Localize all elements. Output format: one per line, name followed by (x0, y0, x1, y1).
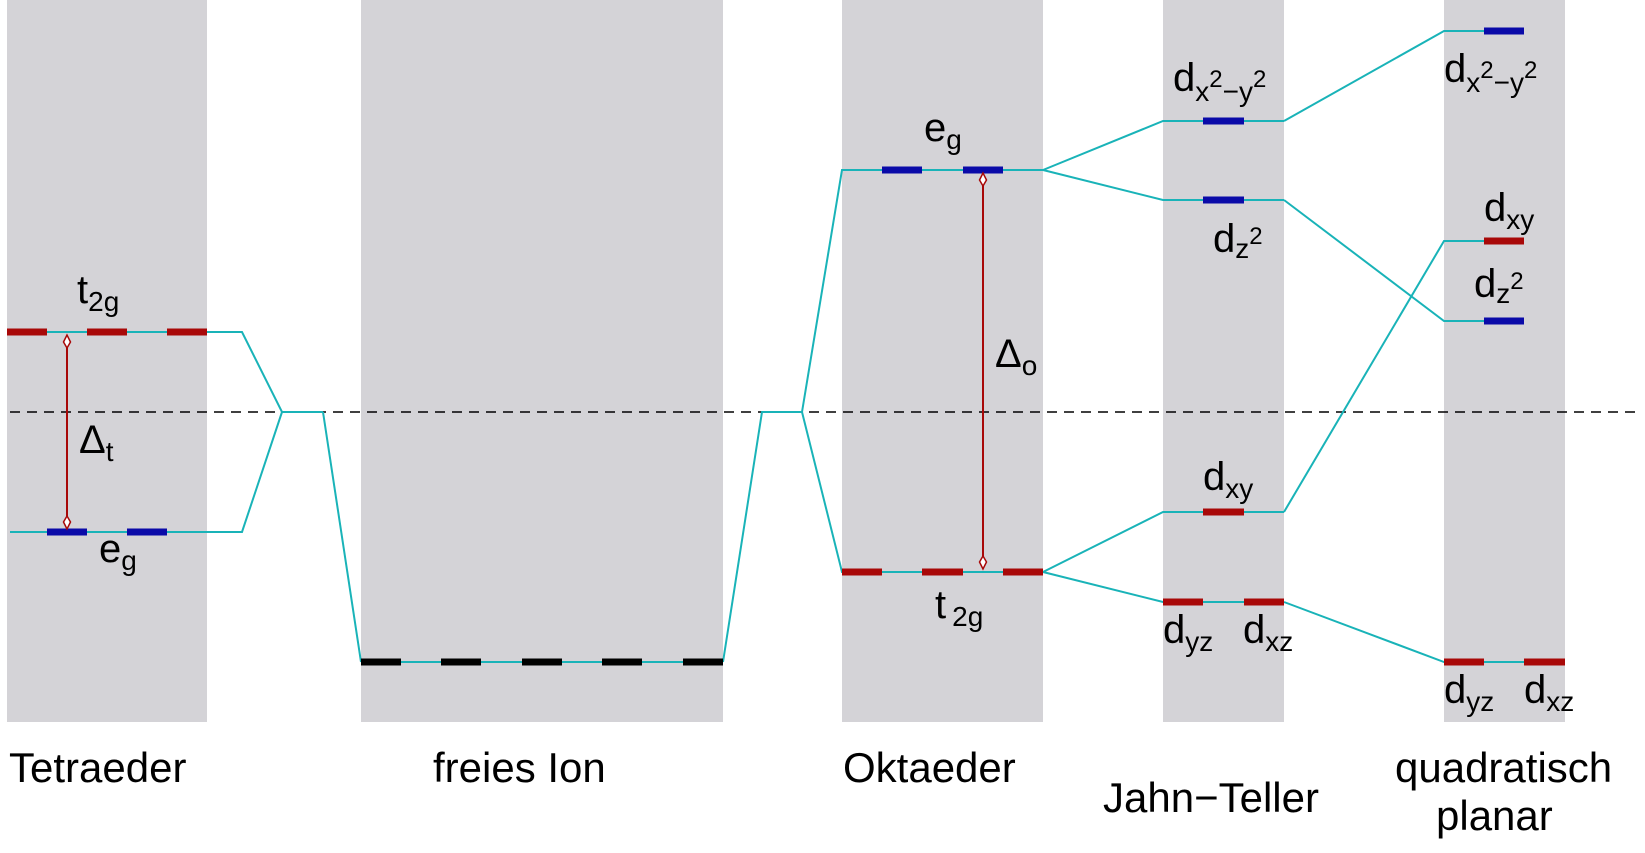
column-titles: Tetraeder freies Ion Oktaeder Jahn−Telle… (9, 744, 1612, 839)
label-sp-dx2y2: dx2−y2 (1444, 47, 1537, 98)
connector-ion-left (322, 411, 362, 663)
label-jt-dxy: dxy (1203, 455, 1253, 504)
label-okta-eg: eg (924, 106, 962, 155)
title-freies-ion: freies Ion (433, 744, 606, 791)
panel-tetraeder (7, 0, 207, 722)
energy-levels (7, 27, 1565, 666)
label-sp-dxy: dxy (1484, 186, 1534, 235)
connector-ion-right (722, 411, 802, 663)
label-sp-dyz: dyz (1444, 668, 1494, 717)
label-sp-dz2: dz2 (1474, 262, 1524, 309)
label-tetra-t2g: t2g (77, 268, 119, 317)
delta-o-arrowhead-bottom (978, 554, 988, 571)
label-sp-dxz: dxz (1524, 668, 1574, 717)
label-tetra-eg: eg (99, 527, 137, 576)
title-quadratisch: quadratisch (1395, 744, 1612, 791)
label-jt-dyz: dyz (1163, 608, 1213, 657)
label-jt-dx2y2: dx2−y2 (1173, 56, 1266, 107)
connector-lines (7, 30, 1565, 663)
label-jt-dz2: dz2 (1213, 217, 1263, 264)
title-planar: planar (1436, 792, 1553, 839)
label-delta-t: Δt (79, 418, 114, 467)
column-panels (7, 0, 1565, 722)
delta-t-arrowhead-top (62, 333, 72, 350)
panel-quadratisch-planar (1444, 0, 1565, 722)
title-tetraeder: Tetraeder (9, 744, 186, 791)
connector-tetra-lower (10, 411, 283, 533)
panel-oktaeder (842, 0, 1043, 722)
delta-t-arrowhead-bottom (62, 514, 72, 531)
delta-o-arrowhead-top (978, 171, 988, 188)
label-jt-dxz: dxz (1243, 608, 1293, 657)
panel-freies-ion (361, 0, 723, 722)
title-jahn-teller: Jahn−Teller (1103, 774, 1319, 821)
splitting-arrows (62, 171, 988, 571)
label-delta-o: Δo (995, 332, 1037, 381)
title-oktaeder: Oktaeder (843, 744, 1016, 791)
